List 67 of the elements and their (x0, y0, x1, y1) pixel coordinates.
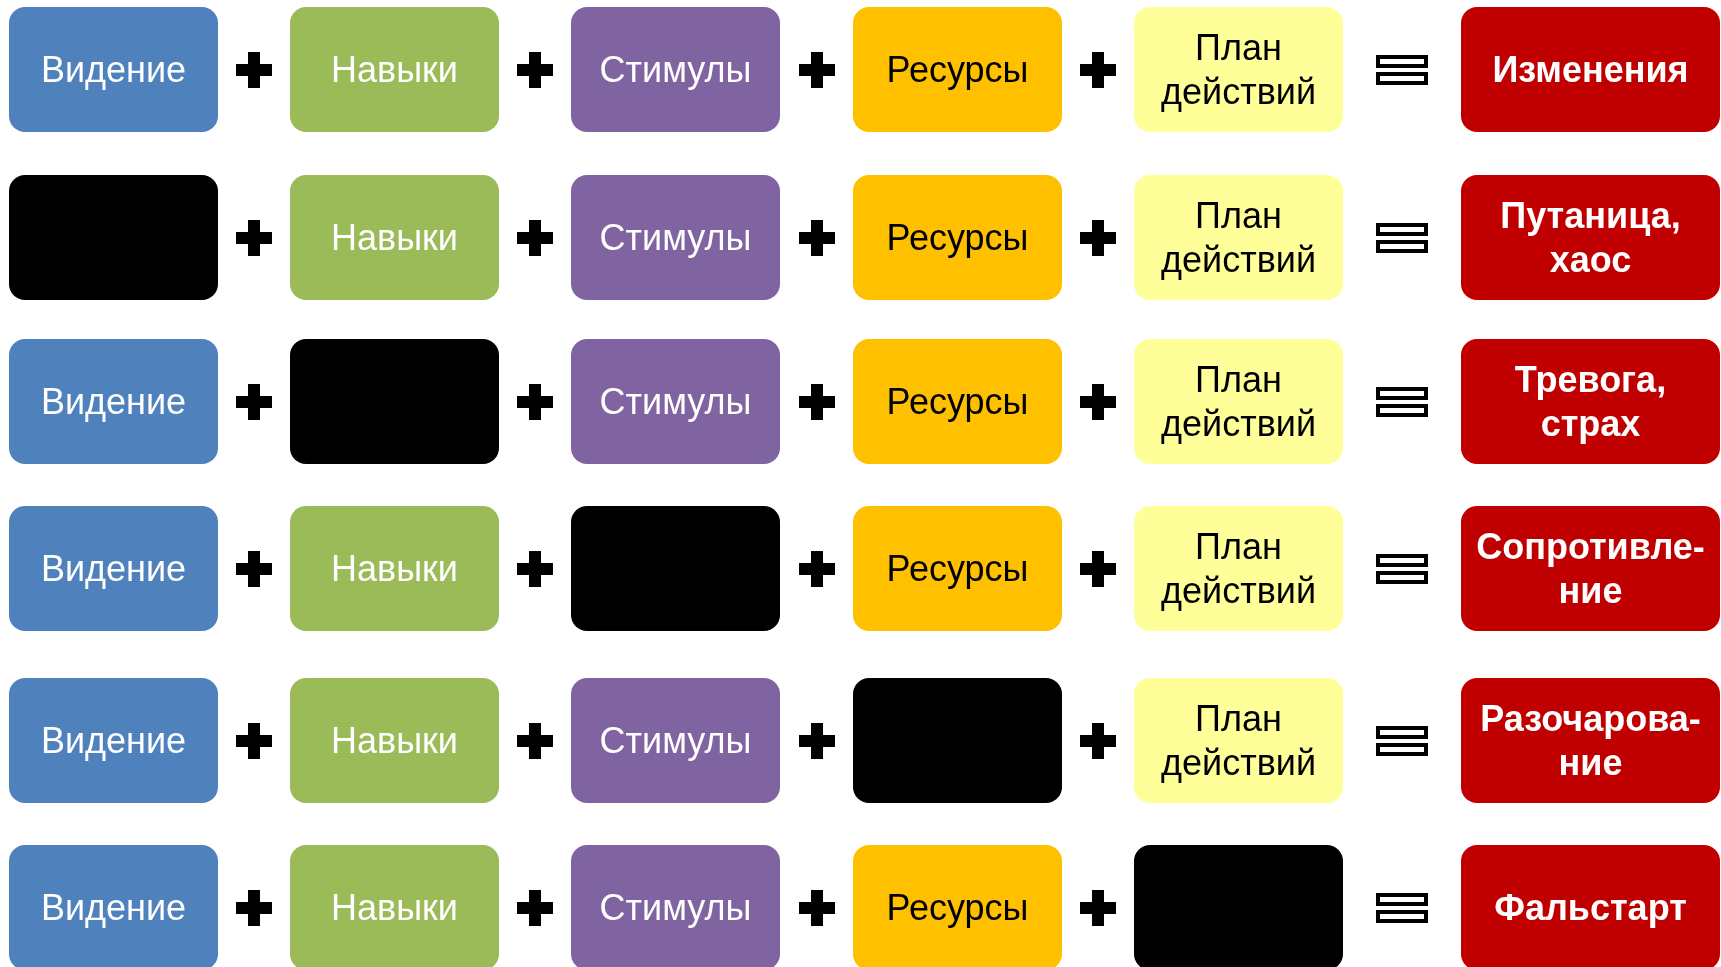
factor-box (853, 339, 1062, 464)
factor-box (571, 339, 780, 464)
factor-box (290, 7, 499, 132)
factor-text: План действий (1160, 26, 1317, 113)
factor-box (290, 845, 499, 967)
factor-box (571, 175, 780, 300)
factor-text: Видение (40, 379, 187, 424)
missing-factor-box (9, 175, 218, 300)
result-box (1461, 506, 1720, 631)
result-box (1461, 339, 1720, 464)
factor-text: Стимулы (599, 379, 752, 424)
factor-text: Ресурсы (886, 379, 1029, 424)
result-text: Тревога, страх (1513, 358, 1668, 445)
factor-text: Ресурсы (886, 546, 1029, 591)
factor-box (290, 678, 499, 803)
missing-factor-box (853, 678, 1062, 803)
factor-box (853, 506, 1062, 631)
factor-box (9, 339, 218, 464)
factor-text: Навыки (331, 718, 458, 763)
factor-text: Стимулы (599, 885, 752, 930)
factor-box (9, 678, 218, 803)
factor-text: Навыки (331, 546, 458, 591)
factor-text: Стимулы (599, 215, 752, 260)
factor-box (290, 175, 499, 300)
factor-box (853, 845, 1062, 967)
factor-box (290, 506, 499, 631)
factor-text: План действий (1160, 697, 1317, 784)
result-text: Изменения (1492, 47, 1689, 92)
factor-box (1134, 339, 1343, 464)
missing-factor-box (290, 339, 499, 464)
result-box (1461, 7, 1720, 132)
factor-box (9, 7, 218, 132)
result-box (1461, 678, 1720, 803)
factor-text: План действий (1160, 194, 1317, 281)
factor-text: Стимулы (599, 47, 752, 92)
result-text: Фальстарт (1494, 885, 1687, 930)
factor-box (1134, 7, 1343, 132)
result-text: Сопротивле-ние (1475, 525, 1706, 612)
result-box (1461, 175, 1720, 300)
factor-text: План действий (1160, 525, 1317, 612)
result-text: Путаница, хаос (1499, 194, 1682, 281)
missing-factor-box (571, 506, 780, 631)
factor-box (853, 7, 1062, 132)
missing-factor-box (1134, 845, 1343, 967)
factor-text: Видение (40, 718, 187, 763)
factor-text: План действий (1160, 358, 1317, 445)
factor-box (571, 845, 780, 967)
factor-text: Навыки (331, 47, 458, 92)
factor-box (853, 175, 1062, 300)
factor-text: Стимулы (599, 718, 752, 763)
factor-text: Навыки (331, 215, 458, 260)
factor-text: Видение (40, 546, 187, 591)
factor-box (1134, 175, 1343, 300)
factor-box (571, 7, 780, 132)
factor-text: Видение (40, 47, 187, 92)
factor-box (1134, 678, 1343, 803)
factor-text: Ресурсы (886, 47, 1029, 92)
factor-text: Видение (40, 885, 187, 930)
result-box (1461, 845, 1720, 967)
factor-box (9, 845, 218, 967)
factor-text: Ресурсы (886, 215, 1029, 260)
factor-text: Навыки (331, 885, 458, 930)
factor-box (571, 678, 780, 803)
result-text: Разочарова-ние (1479, 697, 1702, 784)
factor-box (9, 506, 218, 631)
factor-text: Ресурсы (886, 885, 1029, 930)
factor-box (1134, 506, 1343, 631)
